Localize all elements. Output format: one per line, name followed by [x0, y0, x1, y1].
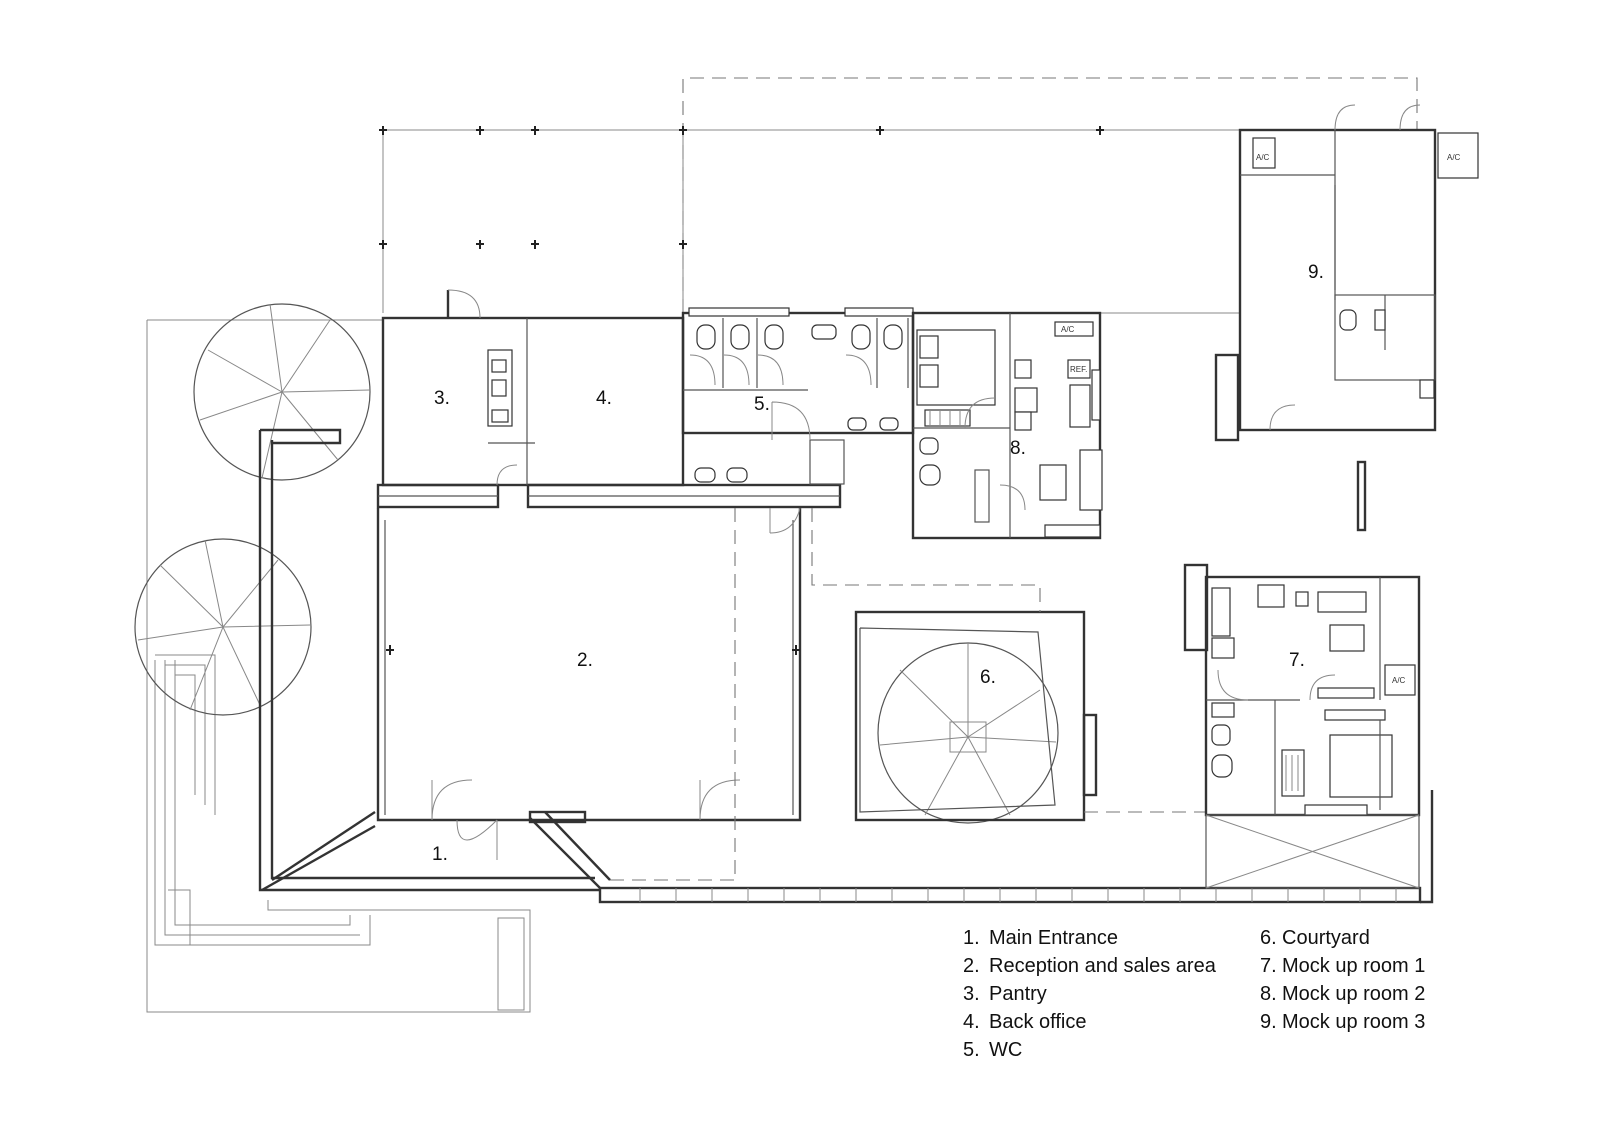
- legend-left: 1. Main Entrance 2. Reception and sales ar…: [963, 924, 1216, 1064]
- room-label-5: 5.: [754, 394, 770, 415]
- legend-item: 6.Courtyard: [1260, 924, 1425, 952]
- legend-name: Pantry: [989, 983, 1047, 1005]
- site-boundary: [146, 319, 531, 1013]
- room-label-2: 2.: [577, 650, 593, 671]
- mockup-room-3: A/C A/C: [1214, 104, 1479, 442]
- legend-num: 6.: [1260, 927, 1277, 949]
- ac-tag-9a: A/C: [1256, 153, 1270, 162]
- ref-tag: REF.: [1070, 365, 1087, 374]
- legend-name: Main Entrance: [989, 927, 1118, 949]
- legend-item: 1. Main Entrance: [963, 924, 1216, 952]
- south-wall: [598, 790, 1434, 904]
- room-label-6: 6.: [980, 667, 996, 688]
- legend-num: 5.: [963, 1039, 980, 1061]
- legend-name: WC: [989, 1039, 1023, 1061]
- room-label-7: 7.: [1289, 650, 1305, 671]
- room-label-8: 8.: [1010, 438, 1026, 459]
- room-label-3: 3.: [434, 388, 450, 409]
- wc-block: [681, 307, 915, 534]
- reception-area: [376, 483, 842, 881]
- pantry-office-block: [381, 289, 685, 487]
- tree-west: [134, 538, 312, 716]
- canopy-columns: [379, 126, 1104, 249]
- mockup-room-2: A/C REF.: [911, 311, 1103, 540]
- legend-num: 8.: [1260, 983, 1277, 1005]
- ac-tag: A/C: [1061, 325, 1075, 334]
- courtyard: [811, 508, 1206, 822]
- roof-outline: [382, 77, 1418, 314]
- legend-item: 5. WC: [963, 1036, 1216, 1064]
- legend-num: 7.: [1260, 955, 1277, 977]
- legend-num: 2.: [963, 955, 980, 977]
- legend-num: 4.: [963, 1011, 980, 1033]
- legend-right: 6.Courtyard 7.Mock up room 1 8.Mock up r…: [1260, 924, 1425, 1036]
- legend-item: 4. Back office: [963, 1008, 1216, 1036]
- legend-num: 1.: [963, 927, 980, 949]
- legend-item: 9.Mock up room 3: [1260, 1008, 1425, 1036]
- legend-item: 8.Mock up room 2: [1260, 980, 1425, 1008]
- ac-tag-9b: A/C: [1447, 153, 1461, 162]
- mockup-room-1: A/C: [1183, 563, 1421, 889]
- legend-name: Mock up room 3: [1282, 1011, 1426, 1033]
- tree-courtyard: [877, 642, 1059, 824]
- ac-tag-7: A/C: [1392, 676, 1406, 685]
- room-labels: 1. 2. 3. 4. 5. 6. 7. 8. 9.: [432, 262, 1324, 865]
- entrance-walls: [258, 428, 611, 892]
- legend-name: Reception and sales area: [989, 955, 1216, 977]
- room-label-4: 4.: [596, 388, 612, 409]
- legend-item: 2. Reception and sales area: [963, 952, 1216, 980]
- legend-item: 3. Pantry: [963, 980, 1216, 1008]
- legend-name: Mock up room 1: [1282, 955, 1426, 977]
- legend-name: Back office: [989, 1011, 1087, 1033]
- legend-name: Mock up room 2: [1282, 983, 1426, 1005]
- legend-num: 9.: [1260, 1011, 1277, 1033]
- room-label-1: 1.: [432, 844, 448, 865]
- room-label-9: 9.: [1308, 262, 1324, 283]
- legend-item: 7.Mock up room 1: [1260, 952, 1425, 980]
- legend-name: Courtyard: [1282, 927, 1370, 949]
- screens: [1356, 460, 1367, 532]
- tree-north: [193, 303, 371, 481]
- legend-num: 3.: [963, 983, 980, 1005]
